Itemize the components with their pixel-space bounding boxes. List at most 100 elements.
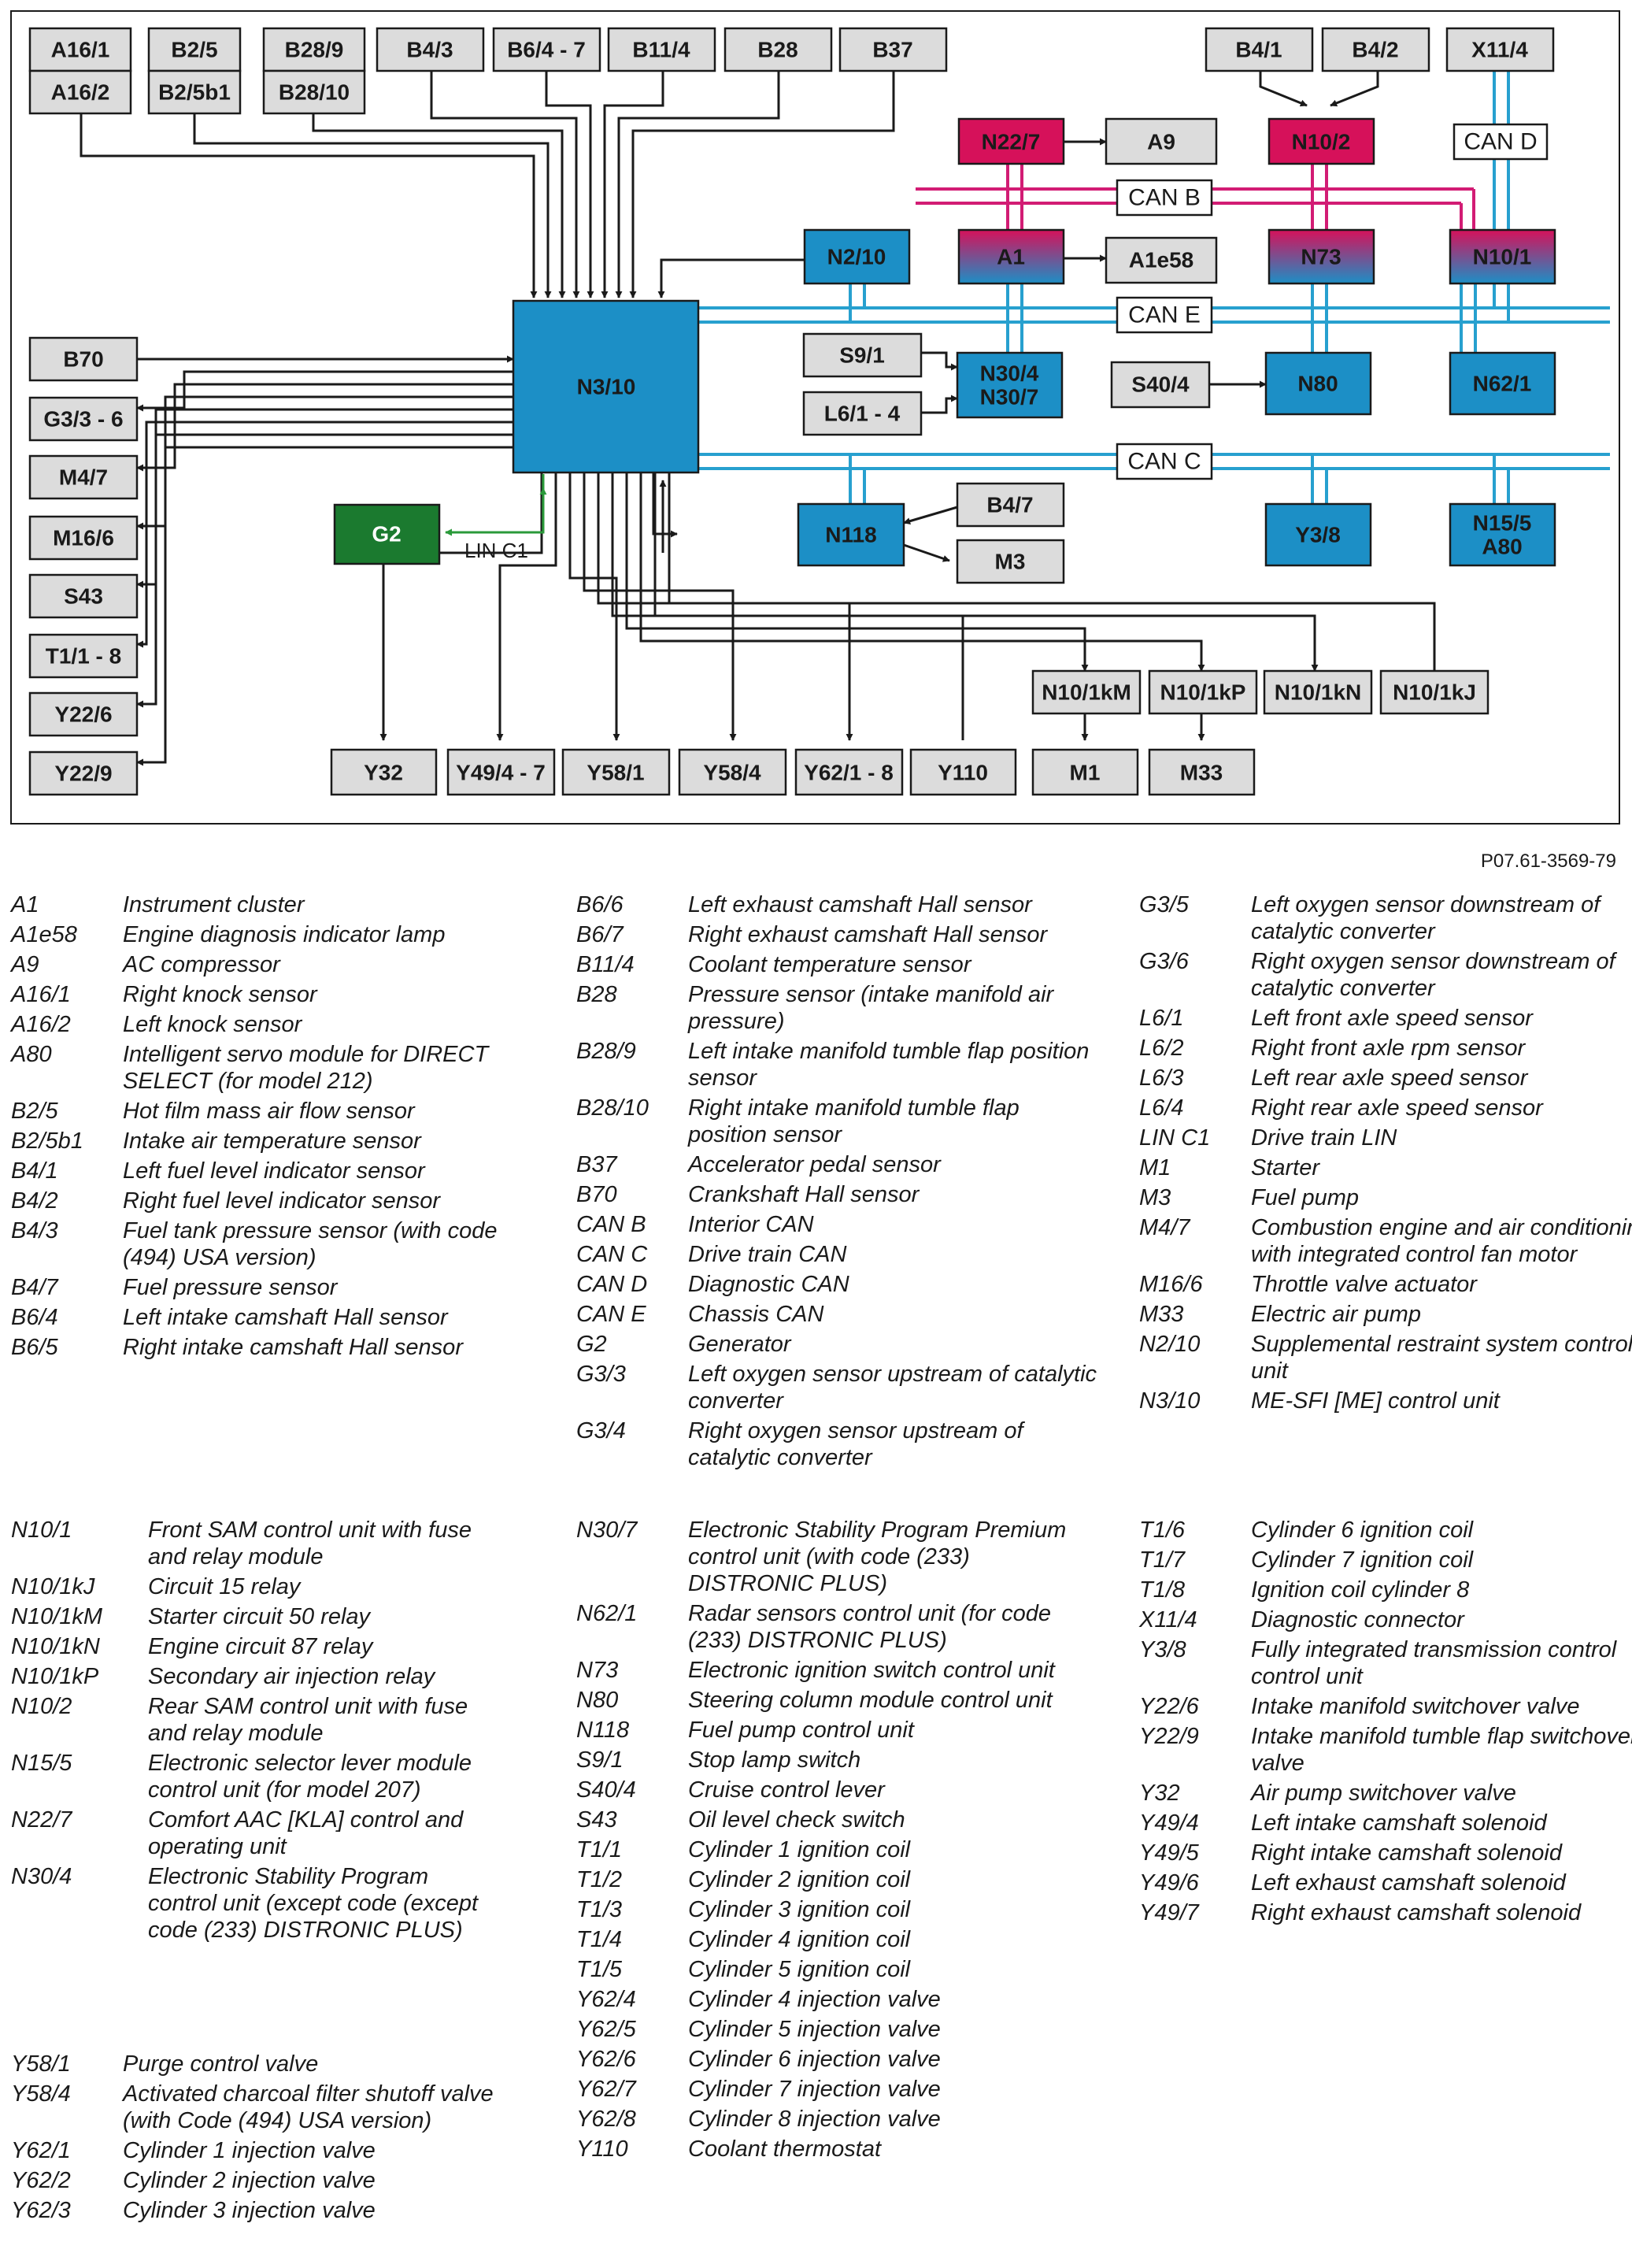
box-CAN-B xyxy=(1116,179,1213,217)
box-CAN-D xyxy=(1453,123,1549,161)
legend-code: N10/1kP xyxy=(11,1664,99,1689)
box-S40-4 xyxy=(1110,361,1211,409)
legend-description: Generator xyxy=(688,1332,791,1357)
box-B4-3 xyxy=(376,27,485,72)
box-Y62-1-8 xyxy=(794,748,904,796)
legend-code: Y62/8 xyxy=(576,2107,636,2132)
document-id: P07.61-3569-79 xyxy=(1480,850,1616,872)
legend-description: Throttle valve actuator xyxy=(1251,1272,1477,1297)
legend-description: Hot film mass air flow sensor xyxy=(123,1099,415,1124)
legend-description: ME-SFI [ME] control unit xyxy=(1251,1388,1500,1414)
legend-code: N10/1 xyxy=(11,1518,72,1543)
label-CAN-C: CAN C xyxy=(1127,449,1201,475)
legend-description: Left intake manifold tumble flap positio… xyxy=(688,1039,1090,1091)
boxes xyxy=(28,27,1556,796)
legend-code: T1/1 xyxy=(576,1837,623,1862)
label-B70: B70 xyxy=(63,347,103,372)
legend-code: Y49/5 xyxy=(1139,1840,1199,1866)
box-Y22-6 xyxy=(28,691,139,737)
legend-code: N80 xyxy=(576,1688,619,1713)
legend-code: Y62/4 xyxy=(576,1987,636,2012)
legend-code: N62/1 xyxy=(576,1601,638,1626)
legend-description: Right exhaust camshaft Hall sensor xyxy=(688,922,1048,947)
label-S40-4: S40/4 xyxy=(1131,372,1190,397)
legend-description: Right front axle rpm sensor xyxy=(1251,1036,1526,1061)
box-S43 xyxy=(28,573,139,619)
label-L6-1-4: L6/1 - 4 xyxy=(824,402,901,426)
legend-description: Cylinder 8 injection valve xyxy=(688,2107,941,2132)
label-N10-1kJ: N10/1kJ xyxy=(1393,680,1476,705)
label-B11-4: B11/4 xyxy=(632,38,690,62)
label-B6-4-7: B6/4 - 7 xyxy=(507,38,586,62)
label-M4-7: M4/7 xyxy=(59,465,108,490)
legend-code: M33 xyxy=(1139,1302,1184,1327)
label-CAN-B: CAN B xyxy=(1128,185,1201,211)
legend-description: Intelligent servo module for DIRECT SELE… xyxy=(123,1042,489,1094)
box-N10-1 xyxy=(1449,228,1556,285)
label-Y22-9: Y22/9 xyxy=(54,762,112,786)
legend-code: B6/6 xyxy=(576,892,624,917)
label-N15-5: N15/5 xyxy=(1473,511,1532,536)
legend-code: L6/1 xyxy=(1139,1006,1184,1031)
legend-code: N30/4 xyxy=(11,1864,72,1889)
box-N62-1 xyxy=(1449,351,1556,416)
label-M16-6: M16/6 xyxy=(53,526,114,550)
legend-description: Cylinder 3 injection valve xyxy=(123,2198,376,2223)
label-A1: A1 xyxy=(997,245,1025,269)
label-B4-3: B4/3 xyxy=(406,38,453,62)
legend-code: CAN B xyxy=(576,1212,646,1237)
legend-code: Y58/1 xyxy=(11,2051,71,2077)
label-G3-3-6: G3/3 - 6 xyxy=(43,407,123,432)
legend-description: Front SAM control unit with fuse and rel… xyxy=(148,1518,472,1569)
legend-code: Y49/6 xyxy=(1139,1870,1199,1896)
box-B28-9 xyxy=(262,27,366,72)
network-diagram: A16/1 A16/2 B2/5 B2/5b1 B28/9 B28/10 B4/… xyxy=(10,10,1620,825)
label-Y62-1-8: Y62/1 - 8 xyxy=(804,761,894,785)
label-N80: N80 xyxy=(1297,372,1338,396)
box-B37 xyxy=(838,27,948,72)
legend-code: A9 xyxy=(11,952,39,977)
legend-description: Left exhaust camshaft solenoid xyxy=(1251,1870,1566,1896)
label-N10-1kP: N10/1kP xyxy=(1160,680,1246,705)
legend-code: M3 xyxy=(1139,1185,1171,1210)
legend-description: Air pump switchover valve xyxy=(1251,1781,1516,1806)
lin-c1-link xyxy=(445,474,547,536)
legend-code: L6/4 xyxy=(1139,1095,1184,1121)
legend-description: Left intake camshaft solenoid xyxy=(1251,1810,1547,1836)
legend-description: AC compressor xyxy=(123,952,280,977)
legend-description: Right fuel level indicator sensor xyxy=(123,1188,440,1214)
legend-code: B28/10 xyxy=(576,1095,649,1121)
legend-code: A16/1 xyxy=(11,982,71,1007)
legend-description: Combustion engine and air conditioning w… xyxy=(1251,1215,1632,1267)
box-B4-1 xyxy=(1205,27,1314,72)
box-Y49-4-7 xyxy=(446,748,556,796)
legend-code: B4/2 xyxy=(11,1188,58,1214)
box-N73 xyxy=(1267,228,1375,285)
box-B6-4-7 xyxy=(492,27,601,72)
box-B4-2 xyxy=(1321,27,1430,72)
legend-description: Electronic Stability Program Premium con… xyxy=(688,1518,1067,1596)
legend-description: Cylinder 5 ignition coil xyxy=(688,1957,911,1982)
label-B28-9: B28/9 xyxy=(285,38,344,62)
legend-description: Instrument cluster xyxy=(123,892,305,917)
box-B11-4 xyxy=(607,27,716,72)
legend-description: Intake air temperature sensor xyxy=(123,1128,421,1154)
box-CAN-C xyxy=(1116,443,1213,480)
legend-code: CAN D xyxy=(576,1272,648,1297)
legend-description: Fuel pump xyxy=(1251,1185,1360,1210)
box-A16-2 xyxy=(28,69,132,115)
legend-code: T1/4 xyxy=(576,1927,623,1952)
legend-code: T1/3 xyxy=(576,1897,623,1922)
box-A1e58 xyxy=(1105,236,1218,284)
box-Y110 xyxy=(909,748,1017,796)
label-Y22-6: Y22/6 xyxy=(54,702,112,727)
legend-code: G2 xyxy=(576,1332,607,1357)
legend-code: N2/10 xyxy=(1139,1332,1201,1357)
box-Y58-4 xyxy=(678,748,787,796)
legend-code: B4/3 xyxy=(11,1218,58,1243)
legend-code: X11/4 xyxy=(1139,1607,1197,1632)
legend-description: Engine circuit 87 relay xyxy=(148,1634,373,1659)
legend-description: Supplemental restraint system control un… xyxy=(1251,1332,1632,1384)
legend-description: Stop lamp switch xyxy=(688,1747,861,1773)
legend-code: Y62/6 xyxy=(576,2047,636,2072)
